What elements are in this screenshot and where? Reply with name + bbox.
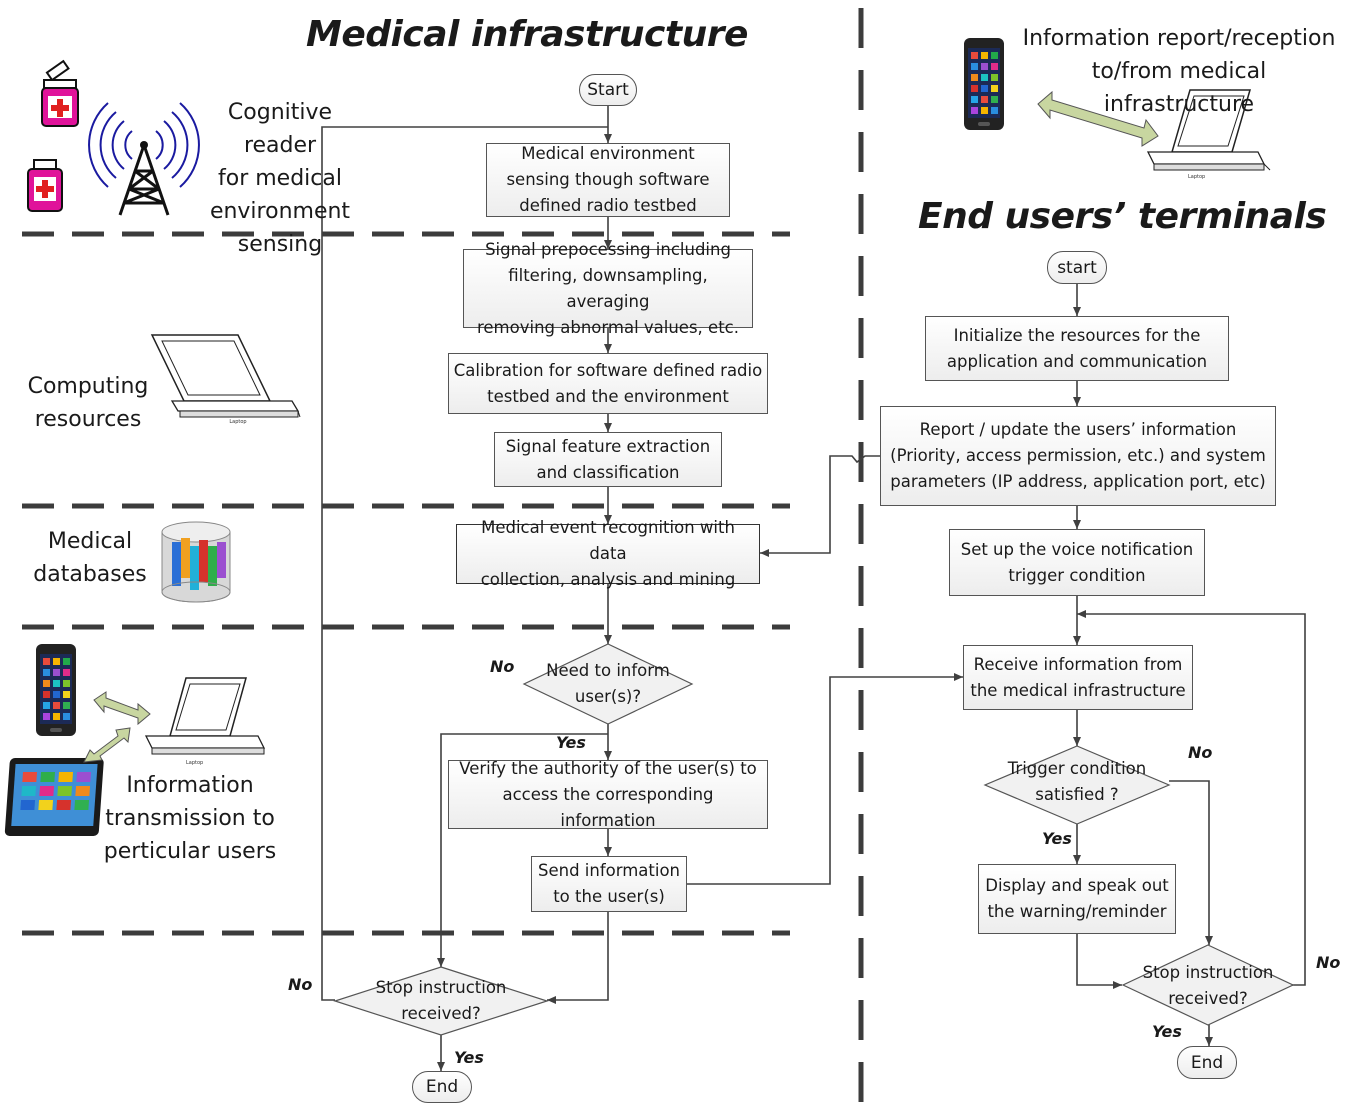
need-inform-diamond	[522, 643, 694, 725]
yes-label: Yes	[1042, 829, 1072, 848]
left-stop-decision: Stop instruction received?	[375, 978, 507, 1023]
need-inform-decision: Need to inform user(s)?	[546, 661, 670, 706]
double-arrow-icon	[83, 727, 131, 763]
sensing-step: Medical environment sensing though softw…	[486, 143, 730, 217]
yes-label: Yes	[1152, 1022, 1182, 1041]
receive-step: Receive information from the medical inf…	[963, 645, 1193, 710]
tablet-icon	[4, 758, 104, 836]
feature-step: Signal feature extraction and classifica…	[494, 432, 722, 487]
transmission-label: Information transmission to perticular u…	[103, 773, 277, 864]
right-stop-decision: Stop instruction received?	[1142, 963, 1274, 1008]
reader-label: Cognitive reader for medical environment…	[209, 100, 351, 257]
report-label: Information report/reception to/from med…	[1022, 26, 1336, 117]
medical-infrastructure-title: Medical infrastructure	[306, 14, 748, 55]
left-stop-diamond	[333, 966, 549, 1036]
start-terminal: Start	[579, 74, 637, 106]
preprocessing-step: Signal prepocessing including filtering,…	[463, 240, 753, 337]
display-step: Display and speak out the warning/remind…	[978, 864, 1176, 934]
database-icon	[161, 521, 231, 603]
report-step: Report / update the users’ information (…	[880, 406, 1276, 506]
medicine-bottle-icon	[41, 59, 79, 127]
verify-step: Verify the authority of the user(s) to a…	[448, 759, 768, 830]
connector	[687, 673, 963, 885]
laptop-icon: Laptop	[150, 334, 301, 425]
left-connectors	[321, 106, 963, 1071]
computing-label: Computing resources	[27, 374, 149, 432]
connector	[321, 126, 608, 1001]
trigger-decision: Trigger condition satisfied ?	[1007, 759, 1147, 804]
laptop-icon: Laptop	[1146, 89, 1271, 180]
initialize-step: Initialize the resources for the applica…	[925, 316, 1229, 381]
svg-text:Laptop: Laptop	[186, 760, 203, 766]
connector	[437, 733, 608, 967]
antenna-icon	[88, 102, 200, 216]
right-connectors	[1073, 284, 1306, 1046]
right-end-terminal: End	[1177, 1046, 1237, 1079]
laptop-icon: Laptop	[144, 677, 266, 766]
no-label: No	[288, 975, 313, 994]
no-label: No	[490, 657, 515, 676]
no-label: No	[1316, 953, 1341, 972]
connector	[547, 912, 609, 1004]
right-stop-diamond	[1121, 944, 1295, 1026]
double-arrow-icon	[1037, 90, 1159, 147]
connector	[1077, 610, 1306, 986]
section-separators	[22, 231, 790, 936]
connector	[1169, 780, 1213, 945]
double-arrow-icon	[93, 691, 151, 726]
connector	[760, 455, 880, 557]
smartphone-icon	[36, 644, 76, 736]
databases-label: Medical databases	[33, 529, 147, 587]
decision-shapes	[333, 643, 1295, 1036]
svg-text:Laptop: Laptop	[229, 419, 246, 425]
left-end-terminal: End	[412, 1071, 472, 1103]
medicine-bottle-icon	[27, 159, 63, 212]
smartphone-icon	[964, 38, 1004, 130]
end-users-terminals-title: End users’ terminals	[918, 196, 1327, 237]
start-terminal: start	[1047, 251, 1107, 284]
setup-step: Set up the voice notification trigger co…	[949, 529, 1205, 596]
calibration-step: Calibration for software defined radio t…	[448, 353, 768, 414]
connector	[1076, 934, 1122, 989]
yes-label: Yes	[556, 733, 586, 752]
no-label: No	[1188, 743, 1213, 762]
trigger-diamond	[983, 745, 1171, 825]
send-step: Send information to the user(s)	[531, 856, 687, 912]
yes-label: Yes	[454, 1048, 484, 1067]
svg-text:Laptop: Laptop	[1188, 174, 1205, 180]
recognition-step: Medical event recognition with data coll…	[456, 518, 760, 589]
